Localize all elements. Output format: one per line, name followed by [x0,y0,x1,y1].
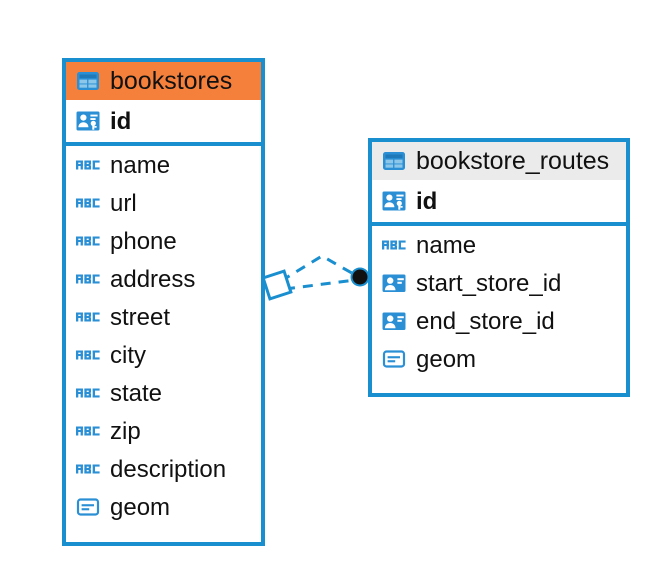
geometry-icon [381,346,407,372]
field-name: address [110,265,196,293]
abc-icon [75,418,101,444]
geometry-icon [75,494,101,520]
entity-bookstores[interactable]: bookstores id [62,58,265,546]
field-name: city [110,341,146,369]
abc-icon [75,190,101,216]
field-row-state[interactable]: state [66,374,261,412]
field-name: id [416,187,438,215]
abc-icon [75,456,101,482]
abc-icon [75,342,101,368]
field-row-name[interactable]: name [372,226,626,264]
field-name: name [416,231,477,259]
entity-title: bookstores [110,67,233,95]
field-row-geom[interactable]: geom [372,340,626,378]
field-row-zip[interactable]: zip [66,412,261,450]
field-row-address[interactable]: address [66,260,261,298]
primary-key-icon [381,188,407,214]
primary-key-divider [66,142,261,147]
field-name: url [110,189,137,217]
relationship-line-lower[interactable] [284,278,356,291]
primary-key-divider [372,222,626,227]
abc-icon [75,380,101,406]
abc-icon [75,152,101,178]
field-name: state [110,379,163,407]
abc-icon [75,304,101,330]
field-list-bookstores: name u [66,146,261,526]
field-row-street[interactable]: street [66,298,261,336]
field-name: start_store_id [416,269,562,297]
entity-header-bookstores[interactable]: bookstores [66,62,261,101]
relationship-target-dot-icon[interactable] [350,267,370,287]
field-name: end_store_id [416,307,555,335]
foreign-key-icon [381,270,407,296]
field-name: geom [110,493,171,521]
field-row-name[interactable]: name [66,146,261,184]
relationship-line-upper[interactable] [280,254,358,283]
entity-bookstore-routes[interactable]: bookstore_routes id [368,138,630,397]
foreign-key-icon [381,308,407,334]
field-row-description[interactable]: description [66,450,261,488]
field-name: geom [416,345,477,373]
field-row-url[interactable]: url [66,184,261,222]
relationship-source-diamond-icon[interactable] [261,269,293,301]
field-row-end-store-id[interactable]: end_store_id [372,302,626,340]
entity-title: bookstore_routes [416,147,610,175]
entity-header-bookstore-routes[interactable]: bookstore_routes [372,142,626,181]
primary-key-icon [75,108,101,134]
field-row-phone[interactable]: phone [66,222,261,260]
abc-icon [381,232,407,258]
field-row-id[interactable]: id [372,180,626,222]
field-name: description [110,455,227,483]
field-row-id[interactable]: id [66,100,261,142]
field-name: id [110,107,132,135]
table-icon [75,68,101,94]
field-list-bookstore-routes: name start_store_id [372,226,626,378]
field-row-city[interactable]: city [66,336,261,374]
table-icon [381,148,407,174]
field-row-geom[interactable]: geom [66,488,261,526]
field-name: phone [110,227,177,255]
field-row-start-store-id[interactable]: start_store_id [372,264,626,302]
field-name: name [110,151,171,179]
abc-icon [75,228,101,254]
abc-icon [75,266,101,292]
field-name: zip [110,417,141,445]
field-name: street [110,303,171,331]
